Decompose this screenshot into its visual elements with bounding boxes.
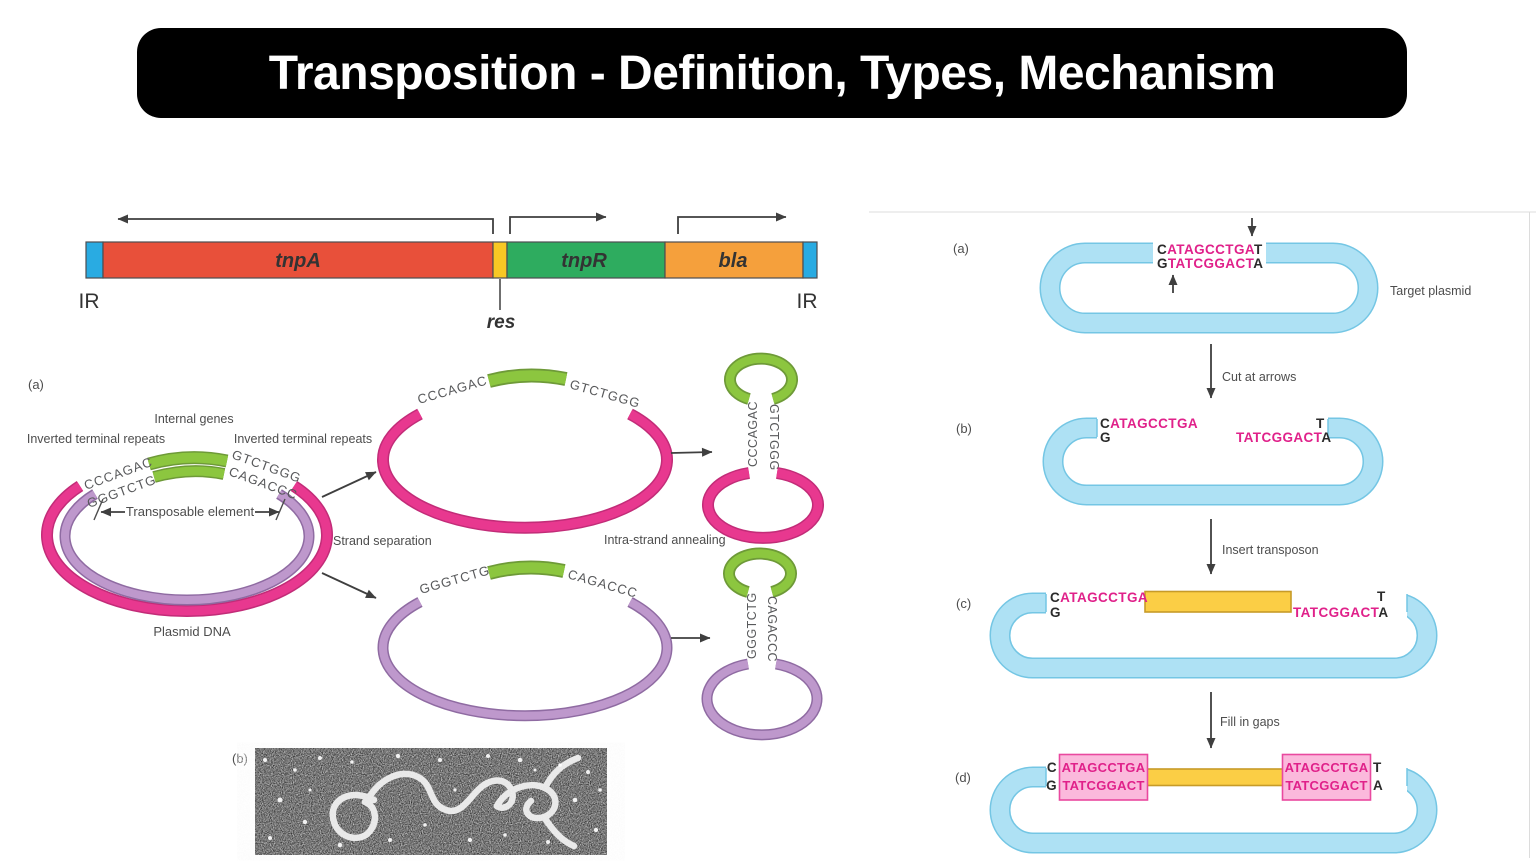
gene-segment-ir-left [85, 241, 104, 279]
tnpR-transcription-arrow [509, 212, 607, 234]
bla-label: bla [719, 250, 748, 272]
panel-a-label: (a) [28, 377, 44, 392]
res-label: res [487, 312, 516, 333]
purple-stem-loop: GGGTCTG CAGACCC [701, 547, 823, 741]
micrograph-noise [255, 748, 607, 855]
left-repeat-top: ATAGCCTGA [1062, 760, 1146, 775]
intra-strand-annealing-label: Intra-strand annealing [604, 533, 726, 547]
step-c-transposon-inserted: CATAGCCTGA G T TATCGGACTA (c) [956, 589, 1438, 679]
step-a-target-plasmid: CATAGCCTGAT GTATCGGACTA Target plasmid (… [953, 218, 1471, 334]
plasmid-outer-strand [42, 482, 332, 616]
stem-seq-right: CAGACCC [765, 596, 779, 662]
transposon-gene-map: tnpA tnpR bla IR IR res [79, 212, 818, 333]
micrograph-speckles [263, 753, 602, 848]
right-overhang-bottom: TATCGGACTA [1236, 430, 1332, 445]
ir-right-label: IR [797, 290, 818, 313]
separation-arrow-down [321, 572, 377, 599]
purple-circle [379, 598, 671, 720]
internal-genes-label: Internal genes [154, 412, 233, 426]
left-overhang-bottom: G [1100, 430, 1111, 445]
title-banner: Transposition - Definition, Types, Mecha… [137, 28, 1407, 118]
internal-gene-bar-top [147, 452, 229, 469]
cut-gap [1097, 414, 1328, 444]
transposon-bar [1144, 590, 1292, 613]
pink-circle-seq-right: GTCTGGG [568, 376, 642, 410]
inverted-repeats-left-label: Inverted terminal repeats [27, 432, 165, 446]
green-loop [724, 549, 796, 597]
purple-circle-gene-bar [487, 562, 566, 579]
pink-circle [378, 410, 672, 533]
panel-b-label: (b) [232, 751, 248, 766]
right-repeat-bottom: TATCGGACT [1285, 778, 1367, 793]
tnpR-label: tnpR [561, 250, 607, 272]
gene-segment-tnpR [506, 241, 666, 279]
plasmid-denaturation-diagram: (a) Internal genes Inverted terminal rep… [27, 352, 824, 855]
transposon-insertion-diagram: CATAGCCTGAT GTATCGGACTA Target plasmid (… [953, 218, 1471, 854]
pink-circle-seq-left: CCCAGAC [416, 373, 489, 407]
span-tick-right [275, 498, 286, 521]
sequence-gap [1153, 240, 1266, 271]
internal-gene-bar-bottom [152, 466, 225, 482]
panel-b-label: (b) [956, 421, 972, 436]
gene-segment-res [492, 241, 508, 279]
ir-left-label: IR [79, 290, 100, 313]
pink-circle-gene-bar [487, 370, 568, 387]
stem-seq-left: CCCAGAC [746, 401, 760, 467]
plasmid-inner-strand [61, 490, 313, 604]
purple-circle-seq-right: CAGACCC [566, 566, 639, 600]
inverted-repeats-right-label: Inverted terminal repeats [234, 432, 372, 446]
tnpA-label: tnpA [275, 250, 321, 272]
direct-repeat-box-right [1281, 753, 1372, 801]
right-overhang-top: T [1377, 589, 1386, 604]
purple-loop [703, 660, 821, 739]
panel-c-label: (c) [956, 596, 971, 611]
target-site-bottom-strand: GTATCGGACTA [1157, 256, 1263, 271]
dna-strand [329, 754, 582, 850]
stem-seq-left: GGGTCTG [745, 592, 759, 659]
transposable-element-label: Transposable element [126, 504, 255, 519]
insert-transposon-label: Insert transposon [1222, 543, 1319, 557]
target-site-top-strand: CATAGCCTGAT [1157, 242, 1263, 257]
span-tick-left [93, 498, 104, 521]
separation-arrow-up [321, 471, 377, 498]
step-d-duplicated-repeats: ATAGCCTGA TATCGGACT ATAGCCTGA TATCGGACT … [955, 753, 1438, 854]
direct-repeat-box-left [1058, 753, 1149, 801]
left-repeat-bottom: TATCGGACT [1062, 778, 1144, 793]
left-overhang-top: CATAGCCTGA [1050, 590, 1148, 605]
panel-d-label: (d) [955, 770, 971, 785]
pink-stem-loop: CCCAGAC GTCTGGG [702, 352, 824, 544]
green-loop [725, 354, 797, 404]
left-overhang-bottom: G [1050, 605, 1061, 620]
right-overhang-bottom: TATCGGACTA [1293, 605, 1389, 620]
annealing-arrow-top [670, 447, 713, 457]
fill-in-gaps-label: Fill in gaps [1220, 715, 1280, 729]
left-overhang-top: CATAGCCTGA [1100, 416, 1198, 431]
purple-circle-seq-left: GGGTCTG [418, 562, 492, 596]
pink-loop [703, 468, 823, 543]
strand-separation-label: Strand separation [333, 534, 432, 548]
tnpA-transcription-arrow [117, 214, 494, 234]
target-plasmid-label: Target plasmid [1390, 284, 1471, 298]
page-title: Transposition - Definition, Types, Mecha… [268, 46, 1276, 100]
right-overhang-top: T [1316, 416, 1325, 431]
stem-seq-right: GTCTGGG [767, 404, 781, 471]
flank-t: T [1373, 760, 1382, 775]
flank-g: G [1046, 778, 1057, 793]
transposon-bar [1146, 768, 1284, 787]
flank-c: C [1047, 760, 1057, 775]
electron-micrograph [255, 748, 607, 855]
flank-a: A [1373, 778, 1383, 793]
panel-a-label: (a) [953, 241, 969, 256]
right-repeat-top: ATAGCCTGA [1285, 760, 1369, 775]
gene-segment-tnpA [102, 241, 494, 279]
step-b-cut-plasmid: CATAGCCTGA G T TATCGGACTA (b) [956, 414, 1384, 506]
gene-segment-ir-right [802, 241, 818, 279]
plasmid-dna-label: Plasmid DNA [153, 624, 231, 639]
cut-at-arrows-label: Cut at arrows [1222, 370, 1296, 384]
bla-transcription-arrow [677, 212, 787, 234]
